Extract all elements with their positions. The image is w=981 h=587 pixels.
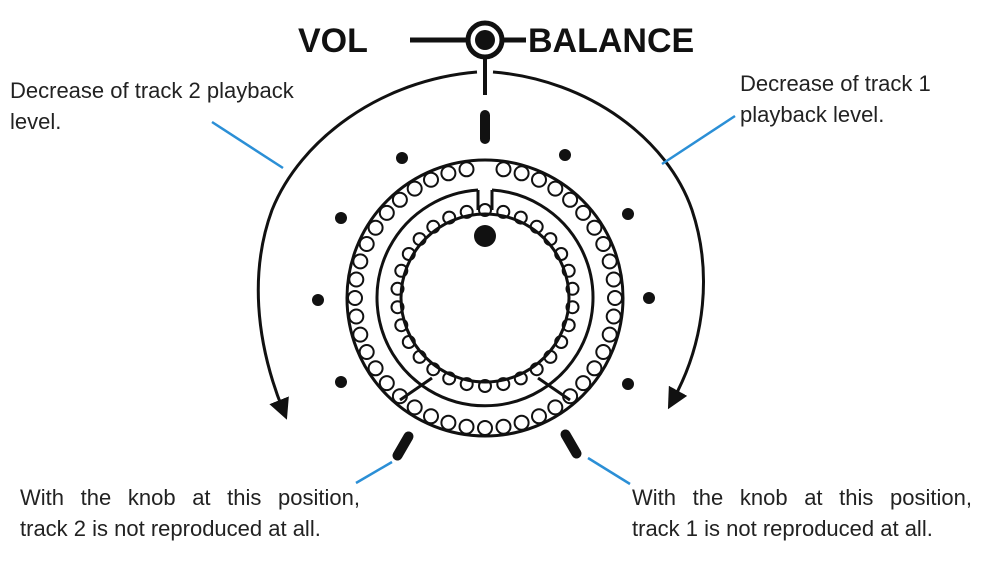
knurl-bump xyxy=(391,191,408,208)
knurl-bump xyxy=(423,171,439,188)
vol-label: VOL xyxy=(298,22,368,60)
knurl-bump xyxy=(586,360,603,377)
knurl-bump xyxy=(367,219,384,236)
balance-label: BALANCE xyxy=(528,22,694,60)
knurl-bump xyxy=(367,360,384,377)
annotation-track1-decrease: Decrease of track 1 playback level. xyxy=(740,71,931,127)
knurl-bump xyxy=(586,219,603,236)
knurl-bump xyxy=(347,290,363,306)
knurl-bump xyxy=(605,271,622,288)
knurl-bump xyxy=(531,408,547,425)
knurl-bump xyxy=(458,418,475,435)
knurl-bump xyxy=(595,344,612,360)
knurl-bump xyxy=(575,204,592,221)
knurl-bump xyxy=(531,171,547,188)
knurl-bump xyxy=(562,191,579,208)
knob-symbol-icon xyxy=(410,20,526,60)
knurl-bump xyxy=(595,236,612,252)
knurl-bump xyxy=(348,308,365,325)
knurl-bump xyxy=(605,308,622,325)
knurl-bump xyxy=(440,414,457,431)
annotation-track2-muted: With the knob at this position, track 2 … xyxy=(20,485,360,541)
outer-knurl-ring xyxy=(347,161,623,436)
knurl-bump xyxy=(575,375,592,392)
knurl-bump xyxy=(601,253,618,270)
knurl-bump xyxy=(358,236,375,252)
knurl-bump xyxy=(547,180,564,197)
knurl-bump xyxy=(348,271,365,288)
scale-marks xyxy=(312,110,655,461)
knurl-bump xyxy=(495,418,512,435)
knurl-bump xyxy=(601,326,618,343)
knob-skirt xyxy=(375,188,595,408)
knurl-bump xyxy=(352,326,369,343)
knurl-bump xyxy=(406,180,423,197)
leader-lines xyxy=(211,114,736,486)
right-rotation-arc xyxy=(492,70,705,410)
annotation-track1-muted: With the knob at this position, track 1 … xyxy=(632,485,972,541)
knurl-bump xyxy=(513,414,530,431)
knurl-bump xyxy=(458,161,475,178)
knurl-bump xyxy=(477,420,493,436)
knurl-bump xyxy=(378,204,395,221)
annotation-track2-decrease: Decrease of track 2 playback level. xyxy=(10,78,294,134)
knurl-bump xyxy=(513,165,530,182)
knurl-bump xyxy=(495,161,512,178)
knob-indicator-dot xyxy=(474,225,496,247)
knurl-bump xyxy=(607,290,623,306)
knurl-bump xyxy=(547,399,564,416)
knurl-bump xyxy=(352,253,369,270)
knurl-bump xyxy=(378,375,395,392)
knurl-bump xyxy=(423,408,439,425)
knurl-bump xyxy=(406,399,423,416)
knurl-bump xyxy=(358,344,375,360)
knurl-bump xyxy=(440,165,457,182)
left-rotation-arc xyxy=(256,70,478,420)
rotary-knob-icon xyxy=(345,158,625,438)
